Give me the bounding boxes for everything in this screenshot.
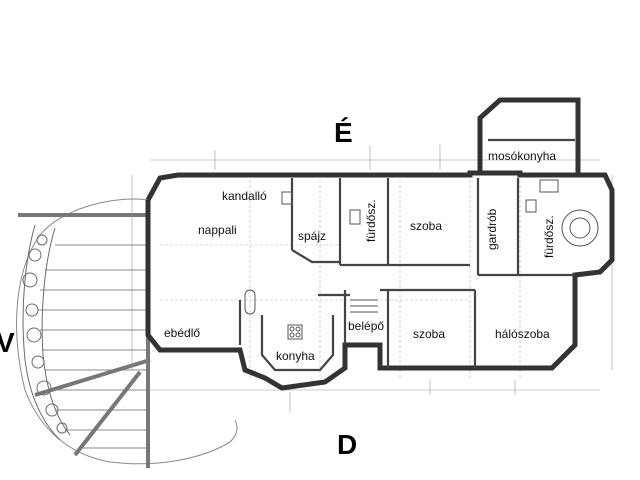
- room-label-wardrobe: gardrób: [485, 208, 499, 250]
- fireplace-icon: [281, 191, 293, 205]
- exterior-walls: [145, 97, 615, 391]
- room-label-bath-left: fürdősz.: [364, 199, 378, 242]
- column-icon: [244, 289, 256, 315]
- shower-icon: [539, 179, 559, 193]
- room-label-bath-right: fürdősz.: [542, 215, 556, 258]
- interior-walls: [238, 178, 575, 372]
- room-label-laundry: mosókonyha: [488, 149, 556, 163]
- fixtures: [244, 179, 599, 340]
- room-label-kitchen: konyha: [276, 349, 315, 363]
- basin-icon: [525, 199, 537, 213]
- room-label-living: nappali: [198, 223, 237, 237]
- west-label: V: [0, 327, 15, 358]
- room-label-fireplace: kandalló: [222, 189, 267, 203]
- room-label-dining: ebédlő: [164, 326, 200, 340]
- room-label-bedroom: hálószoba: [495, 327, 550, 341]
- north-label: É: [334, 117, 353, 148]
- bathtub-icon: [561, 209, 599, 247]
- room-label-entrance: belépő: [348, 319, 384, 333]
- room-label-room-north: szoba: [410, 219, 442, 233]
- toilet-icon: [349, 209, 361, 225]
- plant-bed: [22, 224, 71, 441]
- room-label-pantry: spájz: [298, 229, 326, 243]
- room-label-room-south: szoba: [413, 327, 445, 341]
- stove-icon: [287, 324, 303, 340]
- south-label: D: [337, 429, 357, 460]
